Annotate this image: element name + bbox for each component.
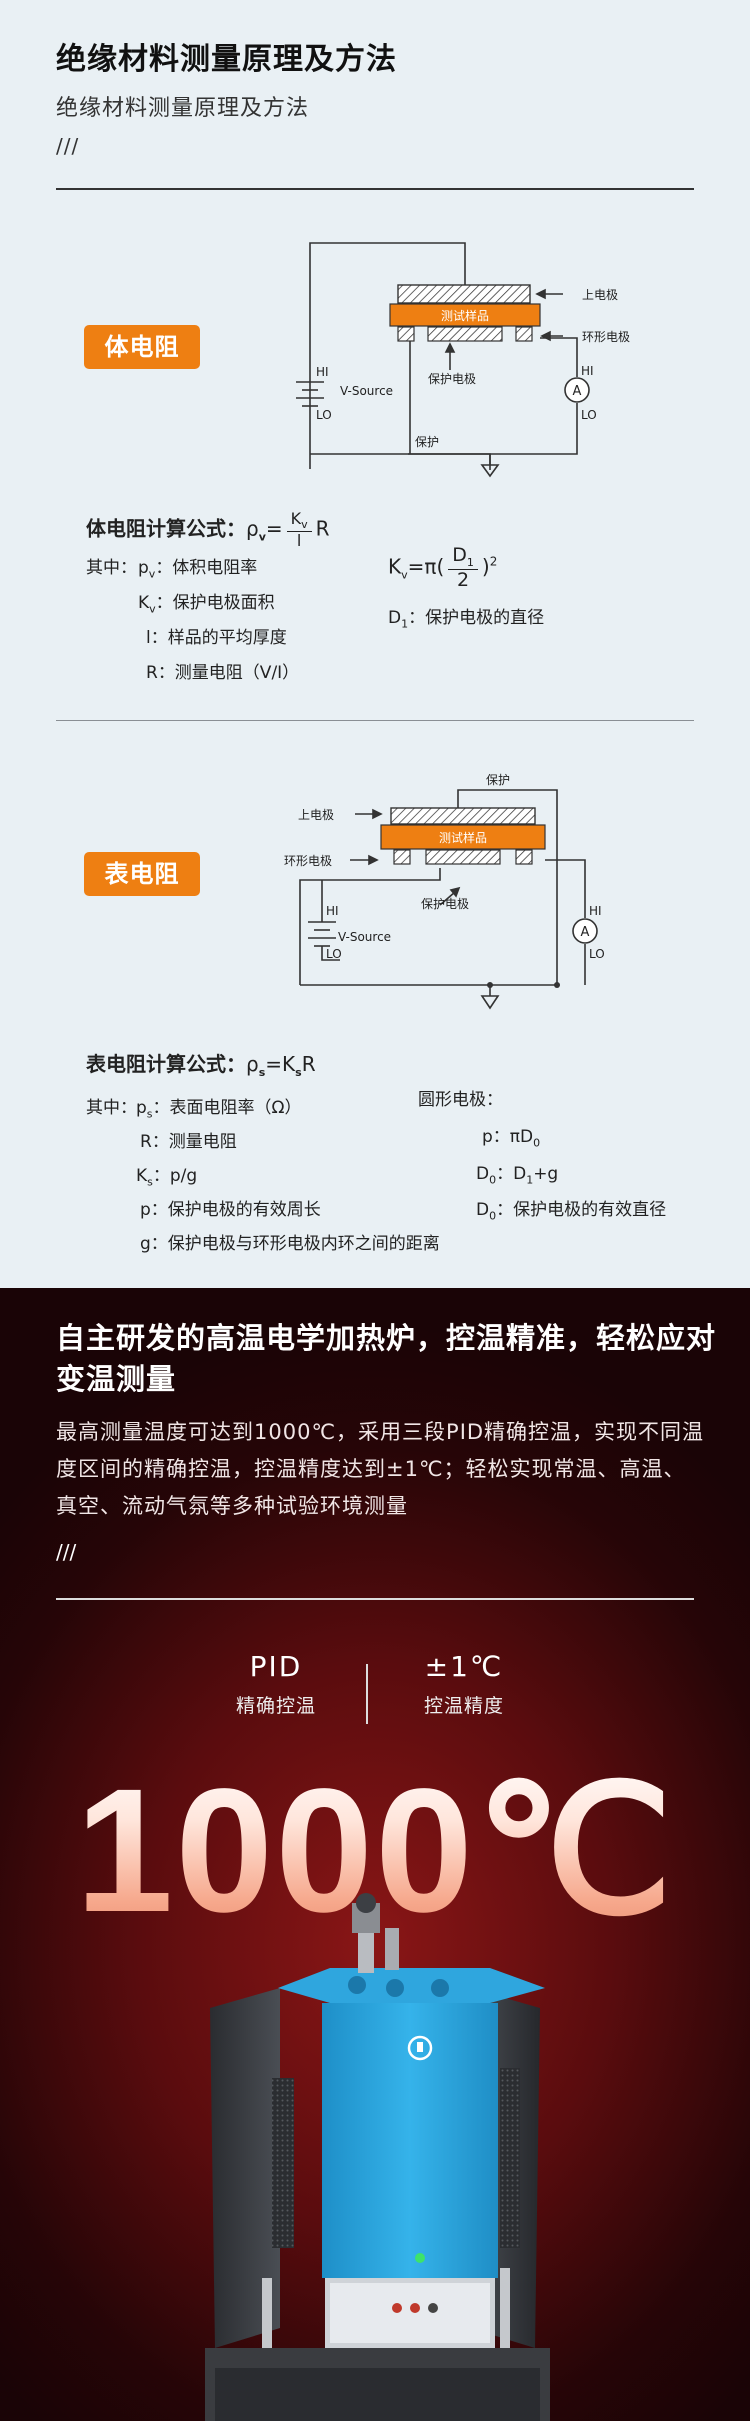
volume-def-4: R：测量电阻（V/I） <box>146 663 300 683</box>
heating-furnace-section: 自主研发的高温电学加热炉，控温精准，轻松应对变温测量 最高测量温度可达到1000… <box>0 1288 750 2421</box>
vsource-label: V-Source <box>340 384 393 398</box>
vsource-label-2: V-Source <box>338 930 391 944</box>
surface-def-4: p：保护电极的有效周长 <box>140 1200 321 1220</box>
surface-resistance-badge: 表电阻 <box>84 852 200 896</box>
ammeter-icon <box>564 377 590 403</box>
guard-electrode-label: 保护电极 <box>428 372 476 386</box>
battery-symbol-2 <box>308 921 336 947</box>
stat-precision-value: ±1℃ <box>424 1650 504 1683</box>
stat-pid-value: PID <box>249 1650 303 1683</box>
sample-label: 测试样品 <box>441 308 489 323</box>
slash-decoration-2: /// <box>56 1540 77 1564</box>
brand-logo-icon <box>407 2035 433 2061</box>
ring-electrode-label-2: 环形电极 <box>284 854 332 868</box>
ammeter-lo-label: LO <box>581 408 597 422</box>
d1-definition: D1：保护电极的直径 <box>388 608 545 631</box>
ammeter-label-2: A <box>581 925 590 940</box>
divider-top <box>56 188 694 190</box>
surface-where-prefix: 其中： <box>86 1098 137 1118</box>
ammeter-lo-label-2: LO <box>589 947 605 961</box>
slash-decoration: /// <box>56 134 80 158</box>
circle-d0-def: D0：保护电极的有效直径 <box>476 1200 667 1223</box>
ammeter-icon-2 <box>572 918 598 944</box>
volume-resistance-badge: 体电阻 <box>84 325 200 369</box>
lo-label-2: LO <box>326 947 342 961</box>
section-subtitle: 绝缘材料测量原理及方法 <box>56 96 310 121</box>
guard-label: 保护 <box>415 435 439 449</box>
surface-def-3: Ks：p/g <box>136 1166 198 1189</box>
hi-label-2: HI <box>326 904 339 918</box>
stat-pid: PID 精确控温 <box>176 1650 376 1718</box>
guard-label-2: 保护 <box>486 773 510 787</box>
ground-symbol <box>480 454 500 478</box>
stat-divider <box>366 1664 368 1724</box>
upper-electrode-label-2: 上电极 <box>298 808 334 822</box>
ammeter-hi-label: HI <box>581 364 594 378</box>
surface-def-5: g：保护电极与环形电极内环之间的距离 <box>140 1234 440 1254</box>
section-title: 绝缘材料测量原理及方法 <box>56 42 397 77</box>
ring-electrode-label: 环形电极 <box>582 330 630 344</box>
sample-label-2: 测试样品 <box>439 830 487 845</box>
heating-furnace-illustration <box>205 1893 550 2421</box>
volume-where-prefix: 其中： <box>86 558 137 578</box>
circle-p: p：πD0 <box>482 1127 541 1150</box>
stat-pid-label: 精确控温 <box>235 1695 316 1717</box>
stat-precision-label: 控温精度 <box>423 1695 504 1717</box>
status-light-icon <box>415 2253 425 2263</box>
volume-resistance-diagram: 测试样品 A 上电极 环形电极 保护电极 HI LO V-Source HI L… <box>296 242 630 478</box>
surface-formula: 表电阻计算公式：ρs=KsR <box>86 1052 316 1079</box>
furnace-description: 最高测量温度可达到1000℃，采用三段PID精确控温，实现不同温度区间的精确控温… <box>56 1420 705 1518</box>
ground-symbol-2 <box>480 995 500 1010</box>
principle-section: 绝缘材料测量原理及方法 绝缘材料测量原理及方法 /// 体电阻 <box>0 0 750 1288</box>
ammeter-label: A <box>573 384 582 399</box>
volume-def-2: Kv：保护电极面积 <box>138 593 275 616</box>
hi-label: HI <box>316 365 329 379</box>
divider-dark <box>56 1598 694 1600</box>
divider-middle <box>56 720 694 721</box>
surface-resistance-diagram: 测试样品 A 保护 上电极 环形电极 保护电极 HI LO V-Source H… <box>284 773 605 1010</box>
volume-def-1: pv：体积电阻率 <box>138 558 258 581</box>
volume-def-3: l：样品的平均厚度 <box>146 628 287 648</box>
battery-symbol <box>296 381 324 407</box>
ammeter-hi-label-2: HI <box>589 904 602 918</box>
circle-d0: D0：D1+g <box>476 1164 559 1187</box>
surface-def-1: ps：表面电阻率（Ω） <box>136 1098 302 1121</box>
circle-electrode-title: 圆形电极： <box>418 1090 503 1110</box>
upper-electrode-label: 上电极 <box>582 288 618 302</box>
surface-def-2: R：测量电阻 <box>140 1132 237 1152</box>
stat-precision: ±1℃ 控温精度 <box>364 1650 564 1718</box>
guard-electrode-label-2: 保护电极 <box>421 897 469 911</box>
furnace-title: 自主研发的高温电学加热炉，控温精准，轻松应对变温测量 <box>56 1321 717 1396</box>
lo-label: LO <box>316 408 332 422</box>
